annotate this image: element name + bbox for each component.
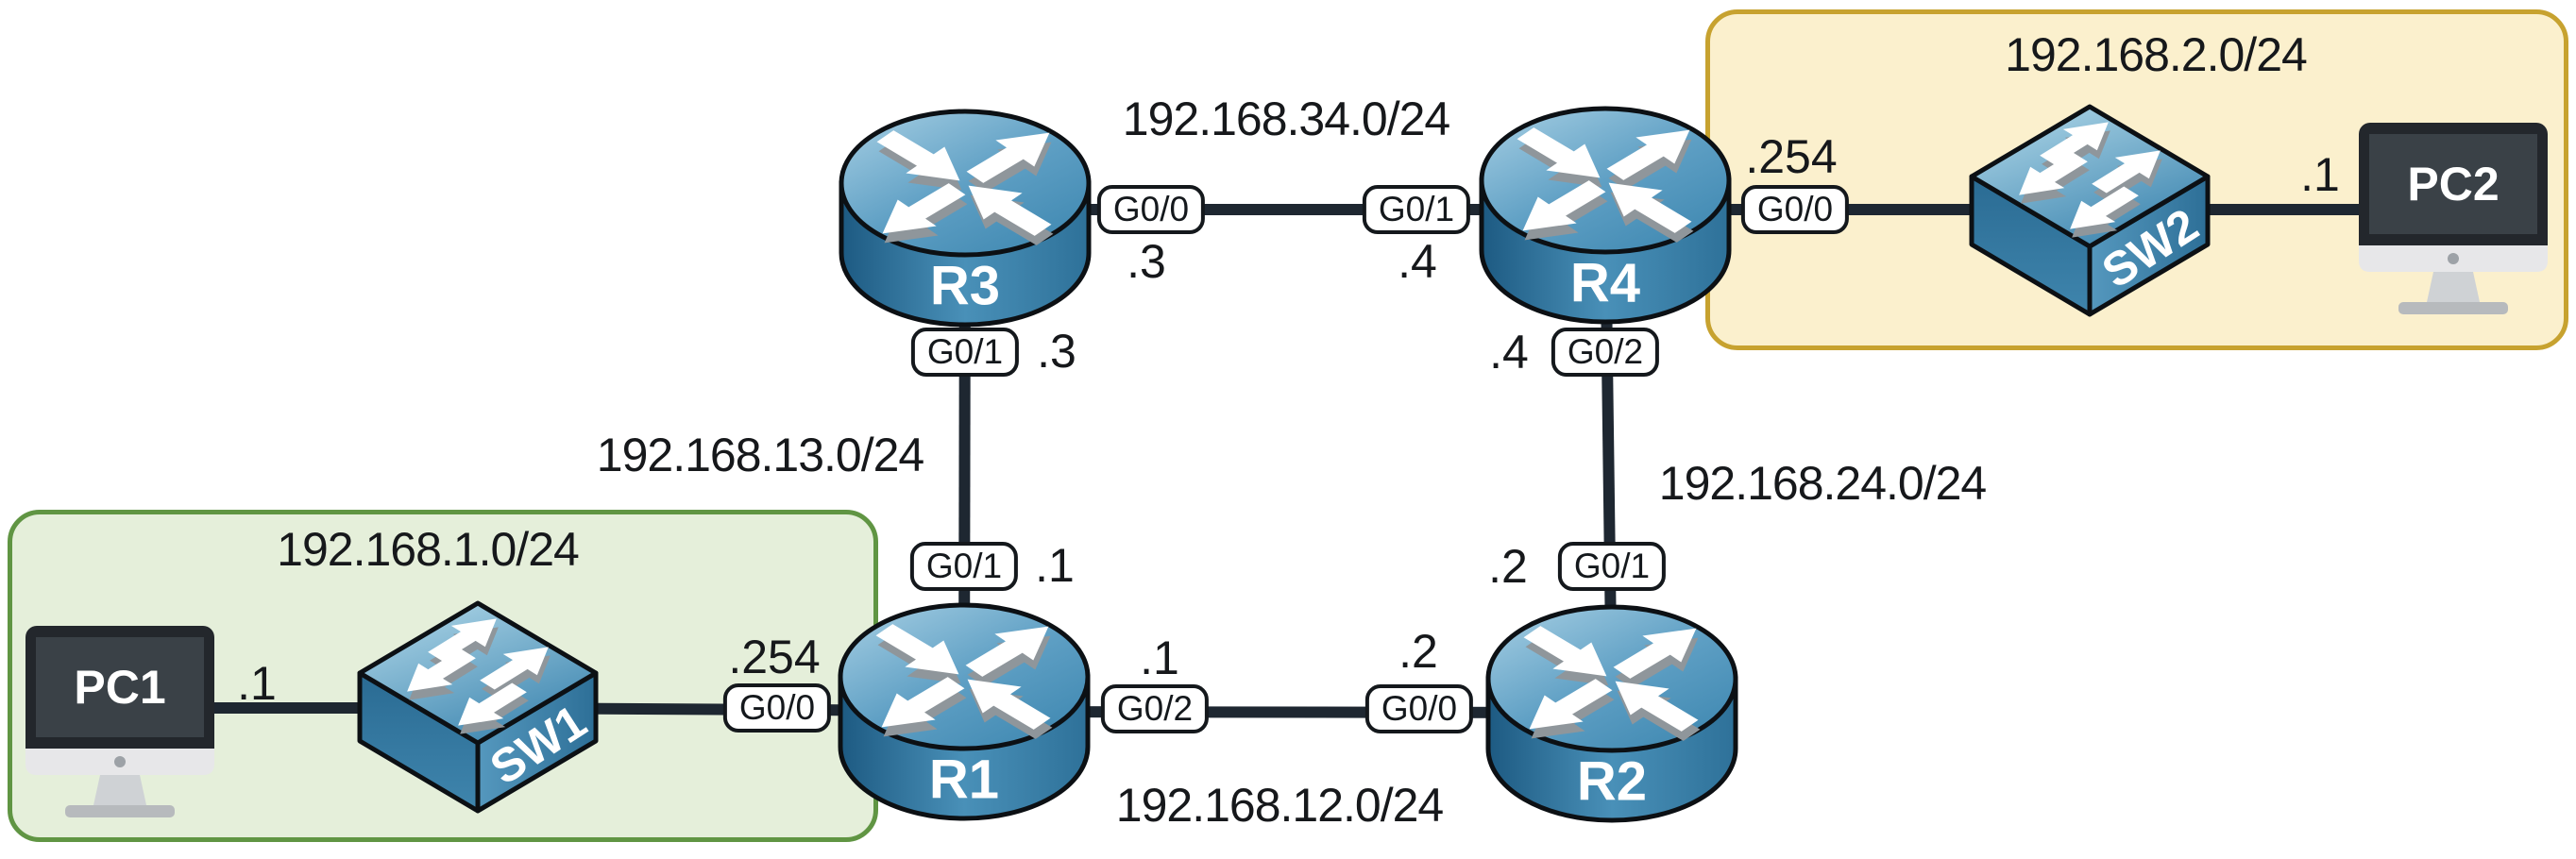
subnet-label-net24: 192.168.24.0/24 bbox=[1658, 457, 1987, 510]
device-pc2[interactable] bbox=[2359, 123, 2548, 314]
subnet-label-net34: 192.168.34.0/24 bbox=[1122, 93, 1450, 145]
subnet-label-lan2: 192.168.2.0/24 bbox=[2005, 28, 2308, 81]
r2-label: R2 bbox=[1576, 750, 1648, 813]
ip-suffix-pc1: .1 bbox=[237, 657, 277, 710]
ip-suffix-r1-g0-2: .1 bbox=[1140, 632, 1179, 684]
ip-suffix-r1-g0-1: .1 bbox=[1035, 539, 1075, 592]
pc1-label: PC1 bbox=[74, 661, 166, 714]
ip-suffix-r4-g0-2: .4 bbox=[1489, 326, 1529, 379]
subnet-label-net13: 192.168.13.0/24 bbox=[596, 429, 924, 481]
ip-suffix-r4-g0-0: .254 bbox=[1745, 130, 1838, 183]
iface-label-r1-g0-0: G0/0 bbox=[722, 683, 832, 733]
r4-label: R4 bbox=[1569, 252, 1641, 314]
device-pc1[interactable] bbox=[25, 626, 214, 817]
subnet-label-lan1: 192.168.1.0/24 bbox=[277, 523, 580, 576]
iface-label-r2-g0-0: G0/0 bbox=[1364, 684, 1474, 733]
r3-label: R3 bbox=[929, 255, 1001, 317]
r1-label: R1 bbox=[928, 749, 1000, 811]
ip-suffix-r3-g0-1: .3 bbox=[1037, 325, 1076, 378]
ip-suffix-r2-g0-0: .2 bbox=[1398, 625, 1438, 678]
iface-label-r2-g0-1: G0/1 bbox=[1557, 542, 1667, 591]
iface-label-r3-g0-0: G0/0 bbox=[1096, 185, 1206, 234]
iface-label-r4-g0-2: G0/2 bbox=[1551, 328, 1660, 377]
ip-suffix-r1-g0-0: .254 bbox=[728, 631, 821, 683]
iface-label-r4-g0-1: G0/1 bbox=[1362, 185, 1471, 234]
ip-suffix-pc2: .1 bbox=[2300, 148, 2340, 201]
pc2-label: PC2 bbox=[2407, 158, 2500, 211]
iface-label-r1-g0-2: G0/2 bbox=[1100, 684, 1210, 733]
subnet-label-net12: 192.168.12.0/24 bbox=[1115, 779, 1444, 832]
iface-label-r3-g0-1: G0/1 bbox=[910, 328, 1020, 377]
iface-label-r1-g0-1: G0/1 bbox=[909, 542, 1019, 591]
ip-suffix-r3-g0-0: .3 bbox=[1127, 235, 1166, 288]
ip-suffix-r2-g0-1: .2 bbox=[1488, 540, 1528, 593]
ip-suffix-r4-g0-1: .4 bbox=[1398, 235, 1437, 288]
iface-label-r4-g0-0: G0/0 bbox=[1740, 185, 1850, 234]
